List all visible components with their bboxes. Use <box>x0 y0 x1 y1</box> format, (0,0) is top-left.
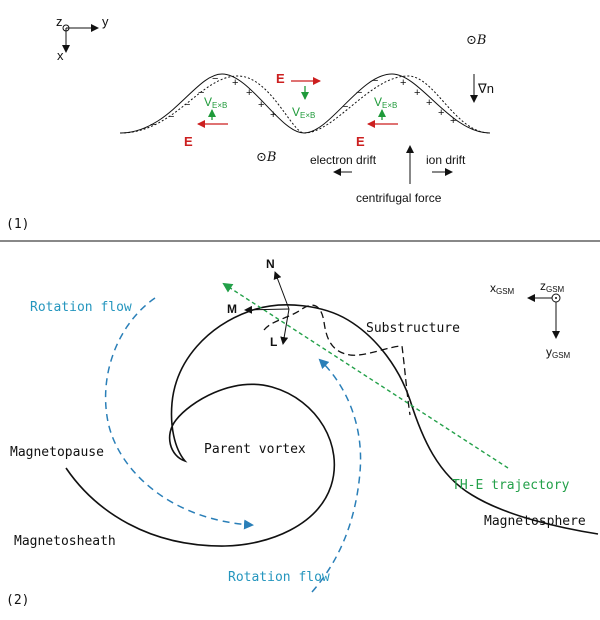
plus-sign: + <box>258 99 264 111</box>
minus-sign: − <box>372 75 378 87</box>
vexb-label: VE×B <box>374 95 397 110</box>
vexb-left: VE×B <box>204 95 227 120</box>
panel-1: z y x − − − − − + + + + − − − + + + + + <box>6 14 494 232</box>
substructure-label: Substructure <box>366 321 460 336</box>
minus-sign: − <box>150 119 156 131</box>
the-trajectory-line <box>222 282 509 469</box>
charge-signs: − − − − − + + + + − − − + + + + + <box>150 73 456 131</box>
z-gsm-label: zGSM <box>540 279 565 294</box>
e-label: E <box>184 134 193 149</box>
gsm-axes: xGSM zGSM yGSM <box>490 279 571 360</box>
n-axis-arrow <box>273 271 290 310</box>
magnetopause-curve <box>65 304 599 547</box>
rotation-flow-label: Rotation flow <box>228 570 330 585</box>
magnetosheath-label: Magnetosheath <box>14 534 116 549</box>
y-gsm-label: yGSM <box>546 345 571 360</box>
plus-sign: + <box>438 107 444 119</box>
n-axis-label: N <box>266 257 275 271</box>
e-label: E <box>276 71 285 86</box>
l-axis-label: L <box>270 335 277 349</box>
e-label: E <box>356 134 365 149</box>
vexb-label: VE×B <box>292 105 315 120</box>
plus-sign: + <box>246 87 252 99</box>
vexb-right: VE×B <box>374 95 397 120</box>
plus-sign: + <box>232 77 238 89</box>
rotation-flow-label: Rotation flow <box>30 300 132 315</box>
minus-sign: − <box>198 87 204 99</box>
lmn-axes: N M L <box>227 257 290 349</box>
axis-x-label: x <box>57 48 64 63</box>
l-axis-arrow <box>280 308 290 345</box>
wave-dashed-curve <box>119 75 491 134</box>
m-axis-label: M <box>227 302 237 316</box>
e-field-left: E <box>184 120 228 149</box>
panel1-axes: z y x <box>56 14 109 63</box>
vexb-label: VE×B <box>204 95 227 110</box>
parent-vortex-label: Parent vortex <box>204 442 306 457</box>
rotation-flow-left <box>104 297 254 530</box>
ion-drift-label: ion drift <box>426 153 466 167</box>
plus-sign: + <box>450 115 456 127</box>
x-gsm-label: xGSM <box>490 281 515 296</box>
vexb-center: VE×B <box>292 86 315 120</box>
panel-2: N M L xGSM zGSM yGSM Rotation flow Rotat… <box>6 257 599 608</box>
plus-sign: + <box>426 97 432 109</box>
plus-sign: + <box>400 77 406 89</box>
rotation-flow-right <box>311 358 362 593</box>
wave-solid-curve <box>119 73 491 134</box>
minus-sign: − <box>184 99 190 111</box>
grad-n-label: ∇n <box>477 81 494 96</box>
electron-drift-label: electron drift <box>310 153 377 167</box>
centrifugal-force-label: centrifugal force <box>356 191 442 205</box>
substructure-outline <box>263 304 411 416</box>
panel1-label: (1) <box>6 217 29 232</box>
magnetopause-label: Magnetopause <box>10 445 104 460</box>
axis-y-label: y <box>102 14 109 29</box>
axis-z-label: z <box>56 14 63 29</box>
trajectory-label: TH-E trajectory <box>452 478 570 493</box>
magnetosphere-label: Magnetosphere <box>484 514 586 529</box>
magnetic-field-out-icon: ⊙B <box>256 150 276 165</box>
e-field-right: E <box>356 120 398 149</box>
m-axis-arrow <box>244 305 290 314</box>
minus-sign: − <box>356 87 362 99</box>
minus-sign: − <box>168 111 174 123</box>
magnetic-field-out-icon: ⊙B <box>466 33 486 48</box>
minus-sign: − <box>212 73 218 85</box>
plus-sign: + <box>270 109 276 121</box>
e-field-top: E <box>276 71 321 86</box>
minus-sign: − <box>342 101 348 113</box>
panel2-label: (2) <box>6 593 29 608</box>
plus-sign: + <box>414 87 420 99</box>
